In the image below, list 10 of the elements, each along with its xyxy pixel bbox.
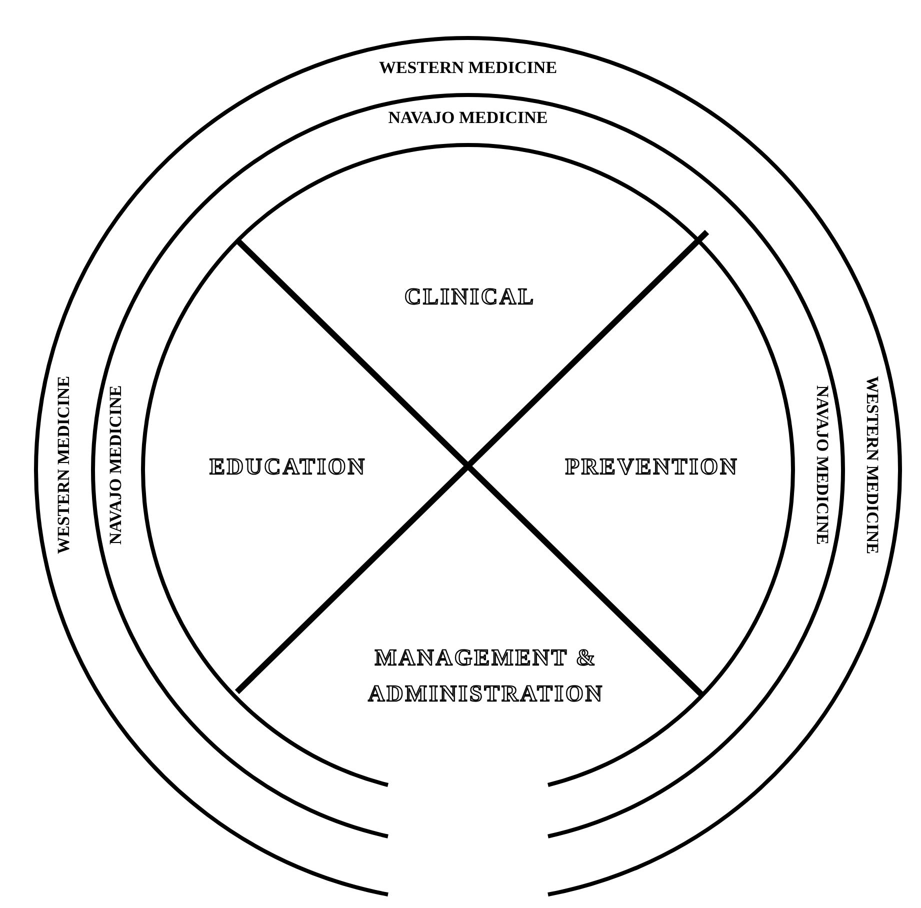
ring-label: NAVAJO MEDICINE [388,108,548,128]
ring-label: NAVAJO MEDICINE [812,385,832,545]
quadrant-label: MANAGEMENT & ADMINISTRATION [368,644,604,708]
ring-label: WESTERN MEDICINE [862,376,882,554]
ring-label: WESTERN MEDICINE [54,376,74,554]
ring-label: WESTERN MEDICINE [378,58,558,78]
quadrant-label: EDUCATION [210,453,366,481]
quadrant-label: PREVENTION [565,453,739,481]
ring-label: NAVAJO MEDICINE [106,385,126,545]
quadrant-label: CLINICAL [404,283,536,311]
